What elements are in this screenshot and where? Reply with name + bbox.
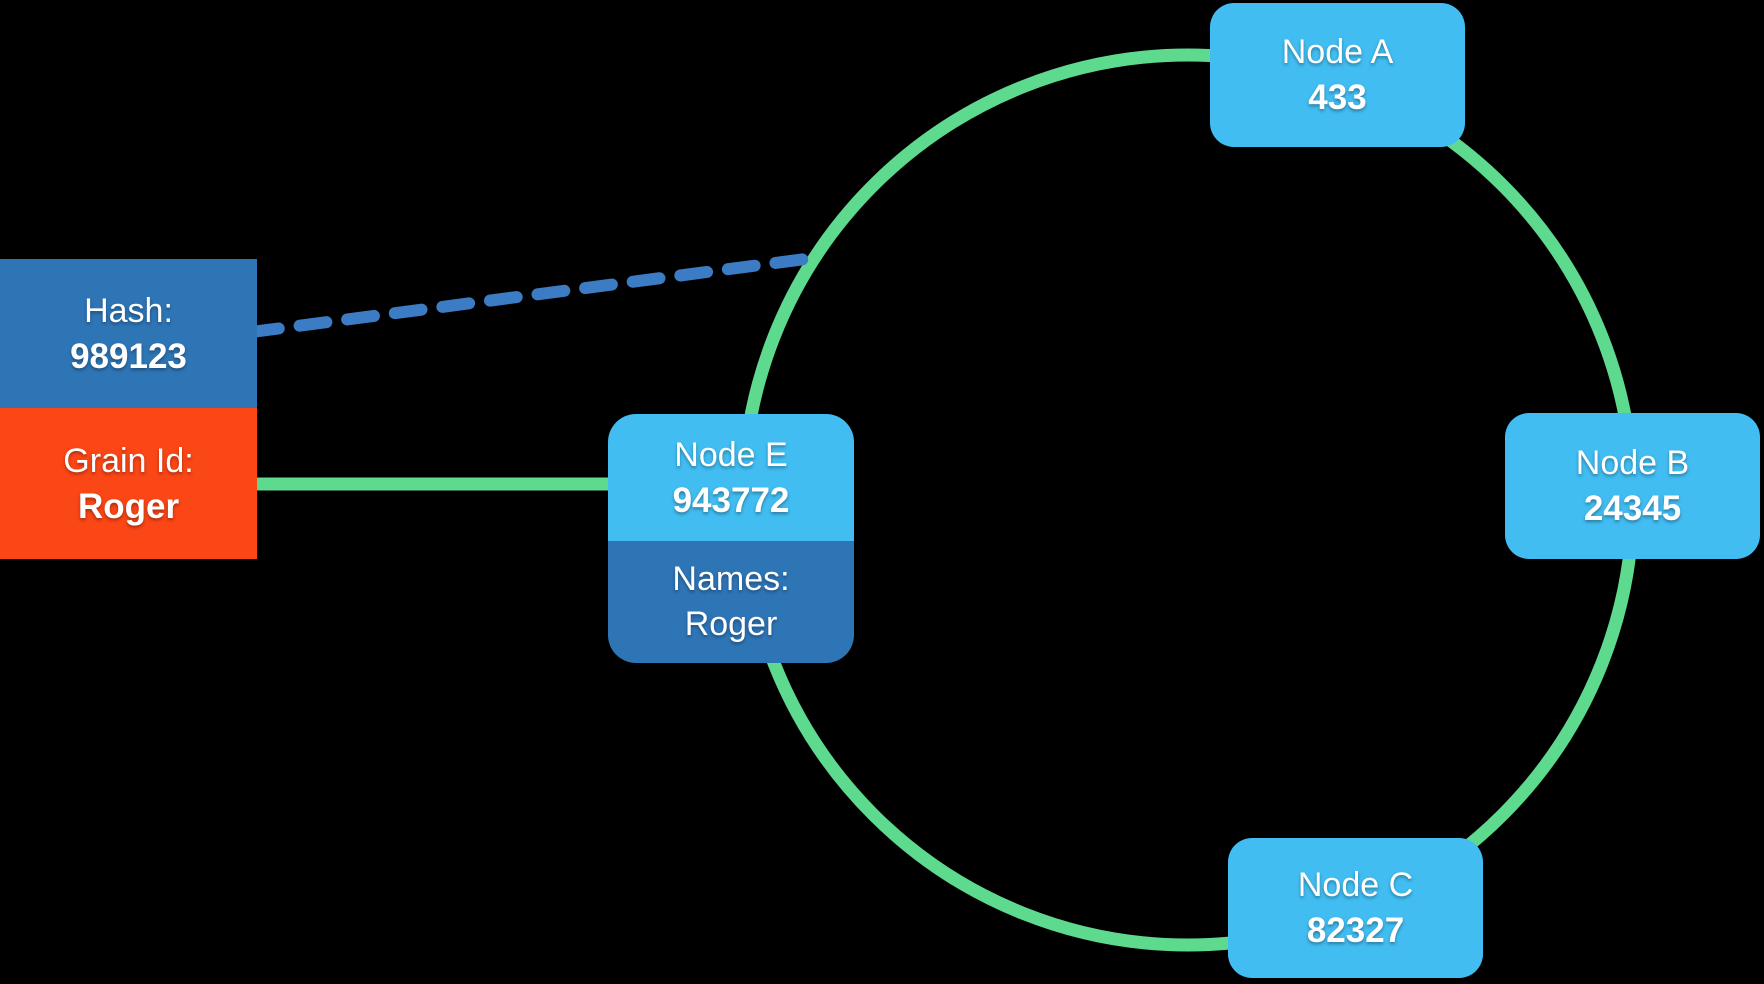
hash-to-ring-dashed-line xyxy=(246,252,819,338)
hash-label: Hash: xyxy=(84,291,173,330)
hash-panel: Hash: 989123 xyxy=(0,259,257,408)
node-e-header: Node E 943772 xyxy=(608,414,854,541)
hash-value: 989123 xyxy=(70,336,187,376)
grain-id-value: Roger xyxy=(77,486,180,526)
hash-ring-circle xyxy=(736,48,1640,952)
node-b-name: Node B xyxy=(1575,444,1690,482)
node-c-value: 82327 xyxy=(1306,911,1405,950)
node-a-value: 433 xyxy=(1308,78,1367,117)
node-e-value: 943772 xyxy=(672,480,790,520)
node-e-box: Node E 943772 Names: Roger xyxy=(608,414,854,663)
node-b-value: 24345 xyxy=(1583,489,1682,528)
node-b-box: Node B 24345 xyxy=(1505,413,1760,559)
grain-id-label: Grain Id: xyxy=(63,441,194,480)
grain-id-panel: Grain Id: Roger xyxy=(0,408,257,559)
node-e-names-value: Roger xyxy=(684,605,778,643)
node-a-box: Node A 433 xyxy=(1210,3,1465,147)
node-a-name: Node A xyxy=(1281,33,1394,71)
node-c-name: Node C xyxy=(1297,866,1414,904)
node-e-names-section: Names: Roger xyxy=(608,541,854,663)
node-e-names-label: Names: xyxy=(672,560,790,598)
node-c-box: Node C 82327 xyxy=(1228,838,1483,978)
node-e-name: Node E xyxy=(674,435,788,474)
